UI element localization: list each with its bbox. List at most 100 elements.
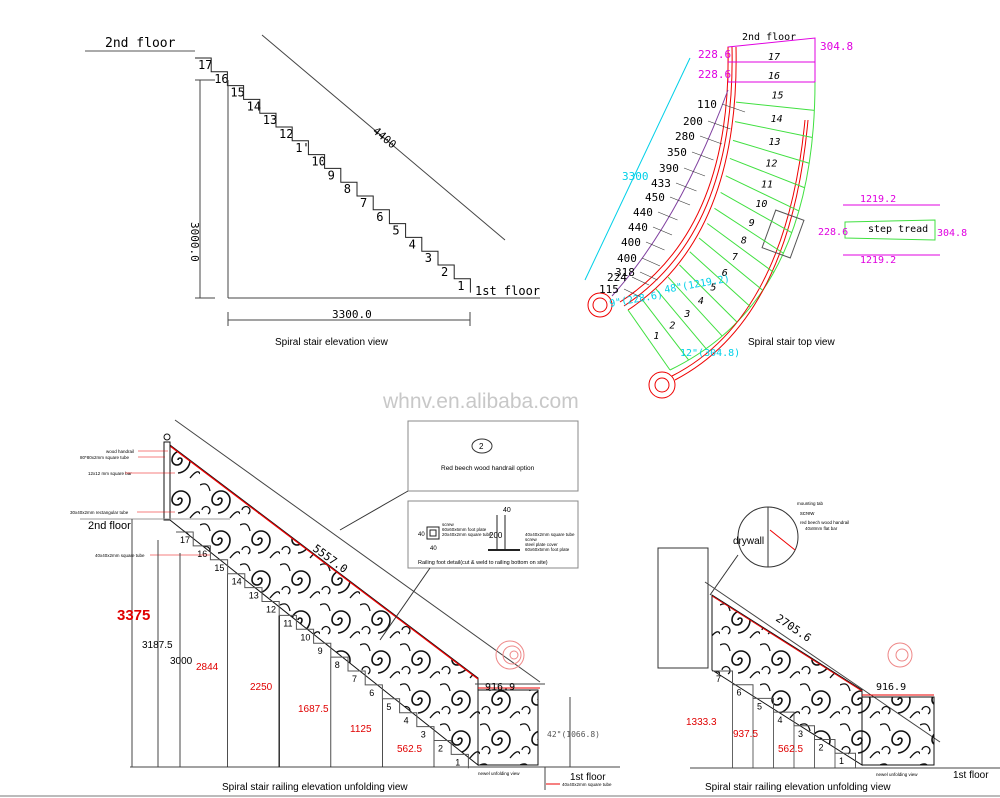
height-dimension-label: 3000.0	[188, 222, 201, 262]
tread-number: 7	[732, 252, 738, 263]
tread-number: 14	[771, 114, 783, 125]
foot-note: 40x40x2mm square tube	[525, 532, 575, 537]
railing-elevation-short: drywall mounting tab screw red beech woo…	[657, 501, 1000, 793]
handrail	[169, 445, 479, 680]
tread-number: 2	[669, 320, 675, 331]
tread-line	[720, 191, 793, 234]
scroll-ornament	[495, 640, 525, 670]
bottom-floor-label: 1st floor	[475, 284, 540, 298]
step-number: 1'	[295, 141, 309, 155]
inner-offset-label: 318	[615, 266, 635, 279]
tread-line	[725, 175, 800, 212]
step-number: 15	[214, 563, 224, 573]
top-floor-label: 2nd floor	[105, 36, 176, 51]
inner-offset-label: 433	[651, 177, 671, 190]
tread-number: 4	[698, 296, 704, 307]
top-view-floor-label: 2nd floor	[742, 32, 796, 43]
step-number: 10	[300, 632, 310, 642]
note-screw: screw	[800, 511, 814, 517]
bottom-tube-note: 40x40x2mm square tube	[562, 782, 612, 787]
foot-note: steel plate cover	[525, 542, 558, 547]
step-number: 11	[283, 618, 292, 628]
step-number: 3	[421, 730, 426, 740]
inner-offset-label: 224	[607, 271, 627, 284]
tread-number: 16	[768, 71, 780, 82]
tread-detail: 1219.2 step tread 228.6 304.8 1219.2	[818, 194, 967, 266]
cyan-length-dimension	[584, 57, 691, 281]
step-number: 8	[344, 182, 351, 196]
elevation-caption: Spiral stair elevation view	[275, 337, 389, 348]
inner-offset-label: 115	[599, 283, 619, 296]
newel-panel	[477, 689, 539, 766]
cyan-width-label: 48"(1219.2)	[664, 274, 731, 296]
inner-offset-label: 400	[617, 252, 637, 265]
tread-number: 10	[755, 199, 767, 210]
option-label: Red beech wood handrail option	[441, 465, 535, 472]
inner-offset-label: 280	[675, 130, 695, 143]
step-number: 14	[247, 99, 261, 113]
inner-offset-label: 390	[659, 162, 679, 175]
tread-number: 11	[761, 179, 773, 190]
tread-line	[714, 207, 784, 254]
tread-line	[655, 288, 707, 350]
step-number: 5	[392, 224, 399, 238]
step-number: 16	[197, 549, 207, 559]
height-562-5: 562.5	[397, 744, 422, 755]
height-1687-5: 1687.5	[298, 704, 329, 715]
step-number: 10	[311, 155, 325, 169]
outer-edge	[669, 81, 816, 371]
dim-228-6-b: 228.6	[698, 68, 731, 81]
dim-228-6-a: 228.6	[698, 48, 731, 61]
inner-offset-label: 450	[645, 191, 665, 204]
tread-number: 8	[741, 236, 747, 247]
note-flat-bar: 40x8mm flat bar	[805, 526, 838, 531]
scroll-railing-panel	[169, 443, 479, 767]
step-number: 5	[757, 701, 762, 711]
foot-dim-top: 40	[503, 507, 511, 514]
step-number: 4	[409, 237, 416, 251]
step-number: 13	[263, 113, 277, 127]
newel-label: newel unfolding view	[876, 772, 918, 777]
step-number: 5	[386, 702, 391, 712]
step-number: 2	[438, 744, 443, 754]
bottom-floor-label: 1st floor	[953, 770, 989, 781]
step-number: 1	[839, 756, 844, 766]
step-number: 17	[180, 535, 190, 545]
inner-offset-label: 200	[683, 115, 703, 128]
foot-note: 20x40x2mm square tube	[442, 532, 492, 537]
step-number: 3	[798, 729, 803, 739]
total-height: 3375	[117, 607, 150, 624]
upper-wall	[657, 547, 709, 669]
foot-dim-bottom: 40	[430, 546, 437, 552]
tread-number: 9	[749, 218, 755, 229]
tread-number: 12	[765, 159, 777, 170]
tread-number: 3	[683, 309, 690, 320]
note-square-bar: 12x12 mm square bar	[88, 471, 132, 476]
option-badge	[471, 438, 493, 454]
step-number: 15	[230, 86, 244, 100]
newel-label: newel unfolding view	[478, 771, 520, 776]
newel-width-label: 916.9	[485, 682, 515, 693]
step-number: 4	[778, 715, 783, 725]
newel-width-label: 916.9	[876, 682, 906, 693]
outer-rail	[674, 119, 809, 381]
height-3187-5: 3187.5	[142, 640, 173, 651]
top-floor-label: 2nd floor	[88, 520, 131, 532]
diagonal-dimension	[261, 34, 506, 241]
tread-number: 1	[653, 331, 659, 342]
note-rect-tube: 30x40x2mm rectangular tube	[70, 510, 129, 515]
height-2844: 2844	[196, 662, 219, 673]
bottom-floor-label: 1st floor	[570, 772, 606, 783]
foot-note: screw	[525, 537, 538, 542]
handrail-option-box	[407, 420, 579, 492]
note-square-tube: 80*80x2mm square tube	[80, 455, 130, 460]
top-view-caption: Spiral stair top view	[748, 337, 835, 348]
stair-profile	[176, 531, 469, 769]
tread-number: 17	[768, 52, 780, 63]
height-1125: 1125	[350, 724, 372, 735]
inner-offset-label: 440	[633, 206, 653, 219]
step-number: 2	[441, 265, 448, 279]
